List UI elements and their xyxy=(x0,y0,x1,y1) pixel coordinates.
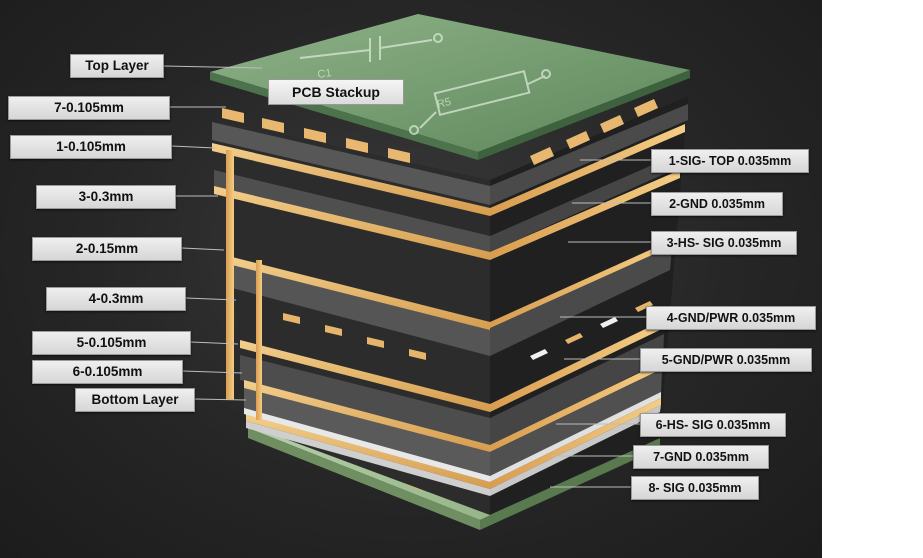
right-label-7: 7-GND 0.035mm xyxy=(633,445,769,469)
top-edge-pads xyxy=(222,99,658,165)
left-label-3: 3-0.3mm xyxy=(36,185,176,209)
left-label-5: 5-0.105mm xyxy=(32,331,191,355)
left-label-7: 7-0.105mm xyxy=(8,96,170,120)
right-label-8: 8- SIG 0.035mm xyxy=(631,476,759,500)
left-label-4: 4-0.3mm xyxy=(46,287,186,311)
diagram-title: PCB Stackup xyxy=(268,79,404,105)
right-label-1: 1-SIG- TOP 0.035mm xyxy=(651,149,809,173)
left-label-bottom-layer: Bottom Layer xyxy=(75,388,195,412)
silk-r5: R5 xyxy=(436,96,453,111)
layer-bands xyxy=(212,122,490,496)
via xyxy=(226,150,262,420)
leader-lines xyxy=(163,65,651,488)
left-label-top-layer: Top Layer xyxy=(70,54,164,78)
diagram-stage: C1 R5 PCB Stackup Top Layer 7-0.105mm 1-… xyxy=(0,0,822,558)
left-label-1: 1-0.105mm xyxy=(10,135,172,159)
layer-bands-right xyxy=(490,104,688,496)
right-label-6: 6-HS- SIG 0.035mm xyxy=(640,413,786,437)
pcb-stackup-illustration: C1 R5 xyxy=(163,14,690,530)
right-label-5: 5-GND/PWR 0.035mm xyxy=(640,348,812,372)
right-label-4: 4-GND/PWR 0.035mm xyxy=(646,306,816,330)
right-label-3: 3-HS- SIG 0.035mm xyxy=(651,231,797,255)
left-label-2: 2-0.15mm xyxy=(32,237,182,261)
right-label-2: 2-GND 0.035mm xyxy=(651,192,783,216)
silk-c1: C1 xyxy=(317,67,333,81)
left-label-6: 6-0.105mm xyxy=(32,360,183,384)
